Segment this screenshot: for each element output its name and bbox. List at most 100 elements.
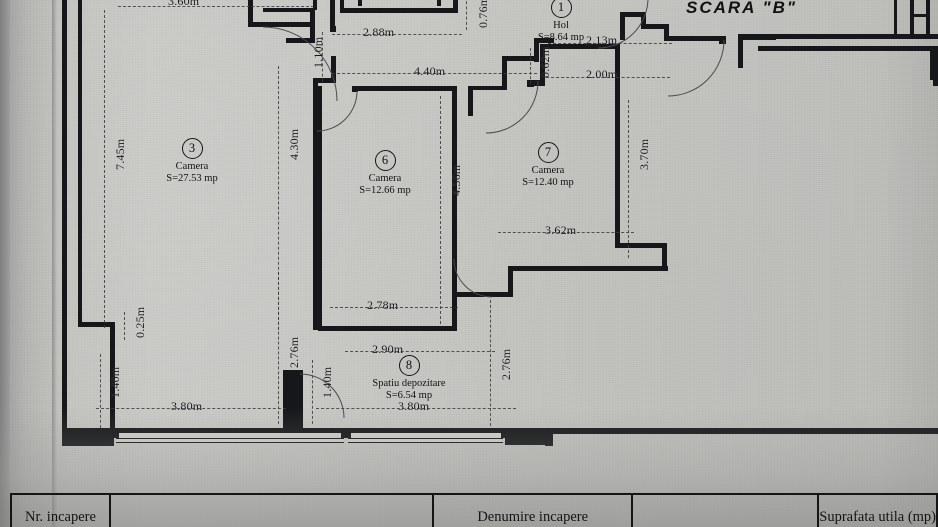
door-swing-top-left-shell [262,26,338,102]
dim-140-left-label: 1.40m [108,366,122,398]
wall-room7-top [540,44,620,49]
dim-276-left-label: 2.76m [287,336,301,368]
dimline-025 [124,312,125,340]
dimline-200 [546,77,670,78]
room-area-6: S=12.66 mp [359,185,411,197]
legend-table: Nr. incapere Denumire incapere Suprafata… [10,493,938,527]
dimline-278 [330,307,458,308]
wall-room6-left-inner [318,86,322,330]
wall-hol-top [468,86,506,90]
legend-header-denumire: Denumire incapere [434,495,634,527]
wall-right-vert-a [910,0,914,36]
dim-276-right-label: 2.76m [499,348,513,380]
dim-213-label: 2.13m [586,33,618,47]
dimline-288 [332,34,462,35]
dim-140-mid-label: 1.40m [320,366,334,398]
wall-hol-top-run [502,56,538,61]
wall-room7-bottom [508,266,668,271]
dimline-440 [332,73,537,74]
dim-110-label: 1.10m [311,36,325,68]
room-name-7: Camera [531,165,565,176]
dim-062-label: 0.62m [538,46,552,78]
dim-top-left-label: 3.60m [168,0,200,8]
dimline-745 [104,10,105,328]
dim-288-label: 2.88m [363,25,395,39]
dim-370-label: 3.70m [637,138,651,170]
wall-hol-step-a [534,38,554,43]
wall-right-tread [910,14,930,17]
wall-room8-door-jamb [296,370,303,378]
wall-far-right-vert [933,50,938,86]
dim-430-label: 4.30m [287,128,301,160]
room-number-6: 6 [374,150,396,171]
room-area-3: S=27.53 mp [166,173,218,185]
room-area-8: S=6.54 mp [385,390,433,402]
wall-right-long-run [758,46,938,51]
room-number-1: 1 [550,0,572,18]
legend-header-nr: Nr. incapere [10,495,111,527]
wall-room7-bottom-left-vert [508,266,513,296]
wall-room7-bottom-right [615,243,667,248]
wall-room7-right-lower [662,243,667,271]
wall-room2-right [453,0,458,13]
room-number-3: 3 [181,138,203,159]
legend-header-denumire-text: Denumire incapere [477,509,589,525]
dimline-276-right [490,300,491,426]
room-tag-8: 8 Spatiu depozitare S=6.54 mp [355,355,463,402]
wall-left-jog-vertical [110,322,115,432]
room-tag-1: 1 Hol S=8.64 mp [521,0,601,44]
room-name-6: Camera [368,173,402,184]
room-name-1: Hol [553,20,569,31]
wall-corridor-left-a [313,0,317,10]
wall-top-run-a [248,22,314,27]
wall-right-vert-c [894,0,897,36]
wall-room8-left [283,370,288,432]
wall-room2-partition-a [358,0,362,6]
dimline-062 [530,48,531,84]
page-fold-shadow-left [0,0,10,527]
wall-stair-step-2 [641,24,669,29]
wall-stair-step-3 [664,36,724,41]
dim-278-label: 2.78m [367,298,399,312]
dim-745-label: 7.45m [113,138,127,170]
wall-top-stub-b [248,0,253,6]
dimline-430 [278,66,279,330]
page-fold-shadow-inner [52,0,57,527]
wall-room2-partition-b [437,0,441,6]
wall-stair-door-jamb [719,36,726,44]
room-tag-3: 3 Camera S=27.53 mp [152,138,232,185]
dimline-290 [345,351,495,352]
wall-hol-jog-vert [540,44,545,86]
wall-top-run-b [263,8,315,12]
wall-stair-right-vert [738,34,743,68]
dim-076-label: 0.76m [476,0,490,28]
dim-290-label: 2.90m [372,342,404,356]
wall-exterior-left [62,0,67,432]
wall-room8-top-right [457,292,513,297]
legend-header-nr-text: Nr. incapere [25,509,96,525]
wall-corridor-right [330,0,335,30]
wall-stair-top-run [738,34,776,40]
legend-header-suprafata-text: Suprafata utila (mp) [819,509,937,525]
dimline-076 [466,0,467,30]
dim-200-label: 2.00m [586,67,618,81]
wall-room2-bottom [340,8,458,13]
dimline-276-left [278,272,279,424]
dimline-140-left [100,354,101,428]
wall-hol-vert-up [502,60,507,90]
legend-header-suprafata: Suprafata utila (mp) [819,495,938,527]
room-name-3: Camera [175,161,209,172]
wall-corridor-node [330,26,336,32]
dim-440-label: 4.40m [414,64,446,78]
dimline-362 [498,232,634,233]
dimline-370 [628,100,629,258]
room-tag-6: 6 Camera S=12.66 mp [345,150,425,197]
dim-362-label: 3.62m [545,223,577,237]
wall-left-jog-top [78,322,114,327]
wall-exterior-left-inner [78,0,82,326]
wall-room7-right [615,44,620,248]
wall-top-stub-a [248,0,253,26]
stair-label-b: SCARA "B" [686,0,797,17]
dim-025-label: 0.25m [133,306,147,338]
